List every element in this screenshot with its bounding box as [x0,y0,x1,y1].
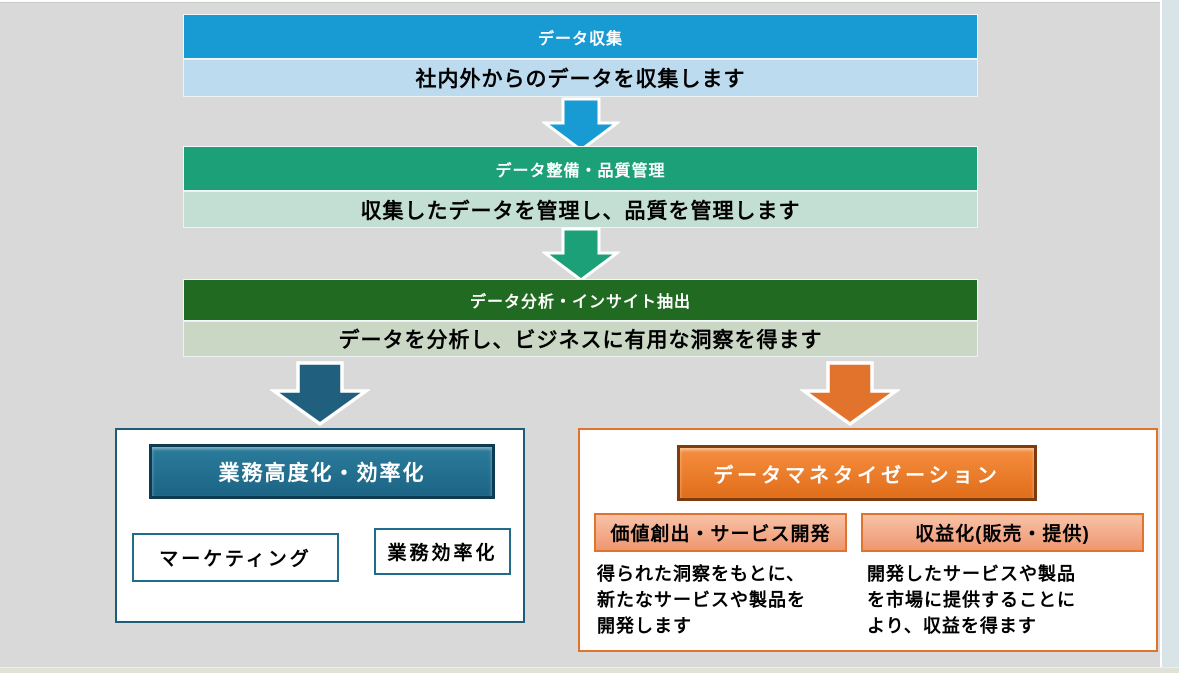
monetize-label: 収益化(販売・提供) [915,524,1090,545]
business-improvement-title: 業務高度化・効率化 [218,461,426,485]
desc-line: 開発します [597,616,692,636]
stage2-body: 収集したデータを管理し、品質を管理します [183,191,978,228]
stage1-header: データ収集 [183,14,978,59]
value-creation-label: 価値創出・サービス開発 [610,524,831,545]
right-border-strip [1160,0,1179,673]
desc-line: 開発したサービスや製品 [867,564,1076,584]
stage3-title: データ分析・インサイト抽出 [469,294,691,311]
desc-line: 得られた洞察をもとに、 [597,564,806,584]
stage1-description: 社内外からのデータを収集します [415,68,746,91]
monetize-description: 開発したサービスや製品 を市場に提供することに より、収益を得ます [867,561,1147,639]
efficiency-label: 業務効率化 [387,543,498,564]
stage1-title: データ収集 [537,30,623,48]
bottom-border-strip [0,667,1179,673]
stage3-description: データを分析し、ビジネスに有用な洞察を得ます [338,329,823,352]
top-border-strip [0,0,1179,3]
data-monetization-title-button: データマネタイゼーション [677,445,1037,501]
data-monetization-title: データマネタイゼーション [713,464,1001,487]
down-arrow-icon [540,227,622,288]
down-arrow-icon [540,97,622,158]
stage2-description: 収集したデータを管理し、品質を管理します [360,199,801,223]
down-arrow-icon [798,361,902,432]
stage2-title: データ整備・品質管理 [495,162,666,180]
stage1-body: 社内外からのデータを収集します [183,59,978,97]
marketing-label: マーケティング [159,549,312,570]
stage2-header: データ整備・品質管理 [183,146,978,191]
desc-line: より、収益を得ます [867,616,1037,636]
desc-line: を市場に提供することに [867,590,1076,610]
value-creation-chip: 価値創出・サービス開発 [594,513,847,552]
monetize-chip: 収益化(販売・提供) [861,513,1144,552]
desc-line: 新たなサービスや製品を [597,590,806,610]
stage3-body: データを分析し、ビジネスに有用な洞察を得ます [183,321,978,357]
business-improvement-panel: 業務高度化・効率化 マーケティング 業務効率化 [115,428,525,623]
efficiency-chip: 業務効率化 [374,528,511,575]
data-monetization-panel: データマネタイゼーション 価値創出・サービス開発 収益化(販売・提供) 得られた… [578,428,1158,652]
business-improvement-title-button: 業務高度化・効率化 [149,444,495,499]
marketing-chip: マーケティング [132,533,339,582]
value-creation-description: 得られた洞察をもとに、 新たなサービスや製品を 開発します [597,561,859,639]
stage3-header: データ分析・インサイト抽出 [183,279,978,321]
down-arrow-icon [268,361,372,432]
